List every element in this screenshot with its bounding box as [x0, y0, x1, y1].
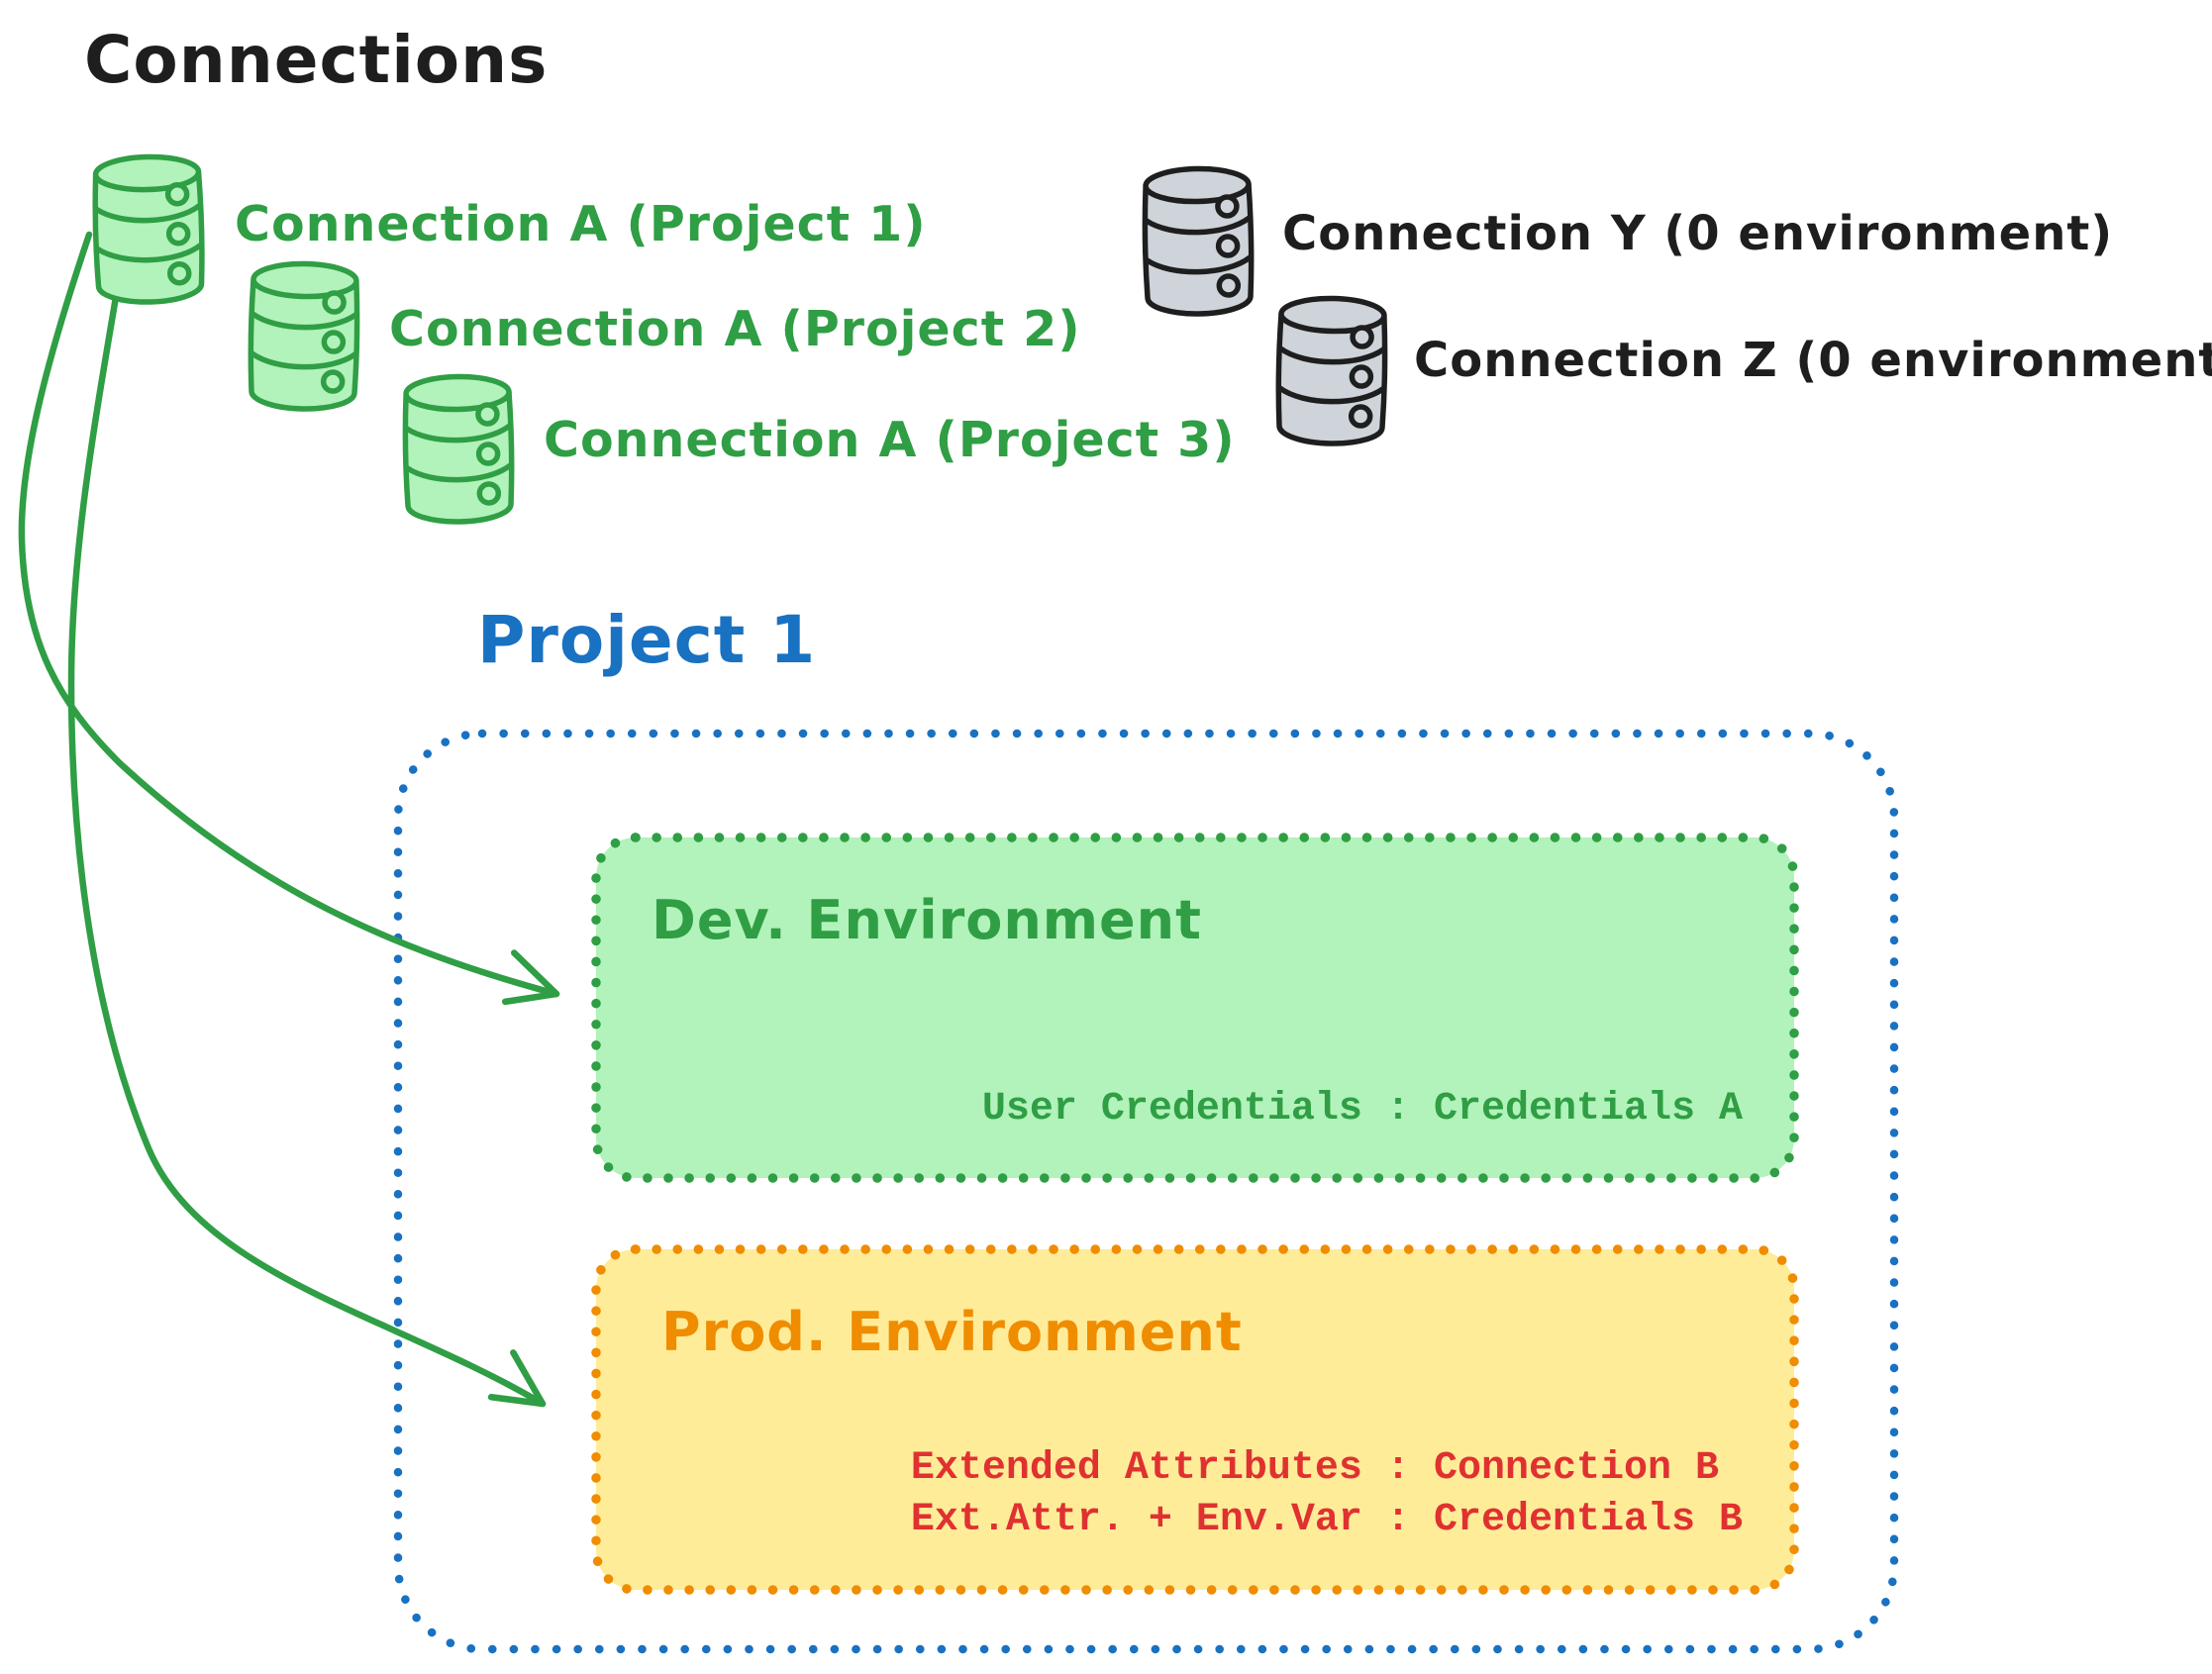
- dev-environment-title: Dev. Environment: [652, 889, 1202, 951]
- project-boundary-box: [393, 729, 1899, 1654]
- prod-mapping-line-1: Extended Attributes : Connection B: [910, 1446, 1719, 1491]
- connection-a-project3-label: Connection A (Project 3): [544, 412, 1236, 468]
- dev-environment-box: [591, 833, 1799, 1183]
- database-icon-connection-y: [1138, 159, 1259, 320]
- prod-environment-title: Prod. Environment: [661, 1301, 1243, 1363]
- connections-heading: Connections: [84, 22, 549, 98]
- prod-environment-box: [591, 1244, 1799, 1595]
- connection-a-project1-label: Connection A (Project 1): [235, 196, 927, 252]
- arrow-to-dev-environment: [18, 231, 560, 1006]
- prod-environment-credentials-text: Extended Attributes : Connection B Ext.A…: [911, 1443, 1743, 1546]
- database-icon-connection-z: [1271, 289, 1393, 449]
- dev-environment-credentials-text: User Credentials : Credentials A: [981, 1087, 1743, 1132]
- connection-z-label: Connection Z (0 environment): [1414, 333, 2212, 388]
- database-icon-connection-a-project3: [398, 367, 520, 528]
- arrow-to-prod-environment: [67, 293, 547, 1408]
- project-title: Project 1: [477, 602, 817, 678]
- connection-a-project2-label: Connection A (Project 2): [389, 301, 1081, 357]
- database-icon-connection-a-project2: [244, 254, 365, 415]
- connection-y-label: Connection Y (0 environment): [1282, 206, 2114, 261]
- prod-mapping-line-2: Ext.Attr. + Env.Var : Credentials B: [910, 1498, 1743, 1542]
- database-icon-connection-a-project1: [87, 147, 210, 308]
